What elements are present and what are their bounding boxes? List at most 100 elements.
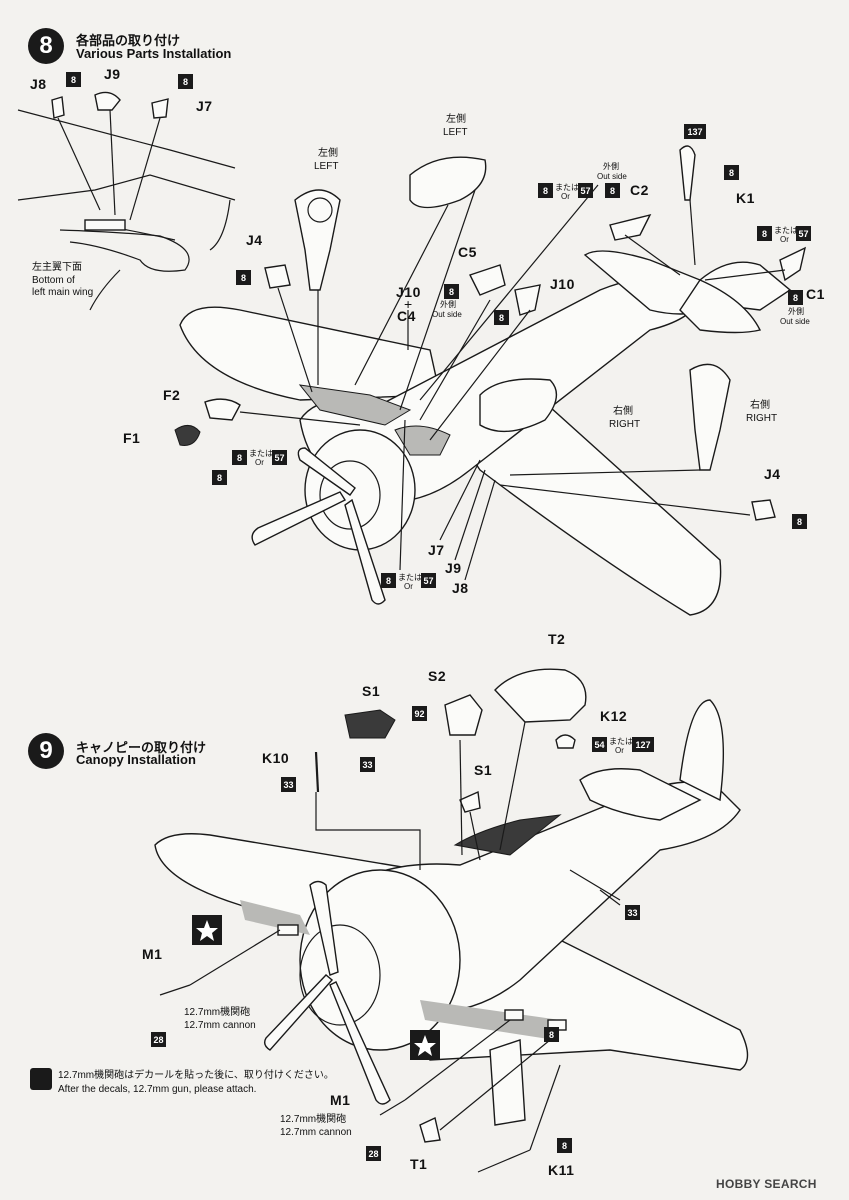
wing-note-en-1: Bottom of	[32, 275, 75, 286]
wing-note-jp: 左主翼下面	[32, 262, 82, 273]
part-label-T2: T2	[548, 631, 566, 647]
part-label-J9-top: J9	[104, 66, 121, 82]
outside-label-jp-2: 外側	[603, 162, 619, 171]
paint-code-badge: 54	[592, 737, 607, 752]
step-8-title-en: Various Parts Installation	[76, 46, 232, 61]
part-label-J8-top: J8	[30, 76, 47, 92]
paint-code-badge: 8	[494, 310, 509, 325]
paint-code-badge: 8	[381, 573, 396, 588]
part-label-M1-bottom: M1	[330, 1092, 351, 1108]
paint-code-badge: 33	[625, 905, 640, 920]
gun-label-jp: 12.7mm機関砲	[184, 1007, 251, 1018]
or-label-jp-3: または	[249, 449, 273, 458]
step-8-title-jp: 各部品の取り付け	[76, 33, 181, 48]
paint-code-badge: 8	[557, 1138, 572, 1153]
or-label-en-9: Or	[615, 746, 624, 755]
leader-lines-step9	[189, 721, 621, 1151]
part-label-K10: K10	[262, 750, 290, 766]
part-label-C1: C1	[806, 286, 825, 302]
paint-code-badge: 8	[444, 284, 459, 299]
left-label-jp: 左側	[318, 148, 338, 159]
part-label-C5: C5	[458, 244, 477, 260]
paint-code-badge: 8	[66, 72, 81, 87]
paint-code-badge: 8	[538, 183, 553, 198]
part-label-C2: C2	[630, 182, 649, 198]
part-label-T1: T1	[410, 1156, 428, 1172]
wing-underside-inset	[17, 109, 236, 311]
outside-label-jp-3: 外側	[788, 307, 804, 316]
part-label-J7-bottom: J7	[428, 542, 445, 558]
paint-code-badge: 28	[151, 1032, 166, 1047]
part-label-S1-top: S1	[362, 683, 381, 699]
gun-label-en: 12.7mm cannon	[184, 1020, 256, 1031]
aircraft-step8	[51, 91, 807, 616]
plus-sign: +	[404, 296, 413, 312]
right-label-jp: 右側	[613, 406, 633, 417]
gun-label-en-2: 12.7mm cannon	[280, 1127, 352, 1138]
or-label-jp-9: または	[609, 737, 633, 746]
paint-code-badge: 8	[236, 270, 251, 285]
leader-lines-step8	[57, 109, 786, 581]
or-label-jp: または	[555, 183, 579, 192]
part-label-K11: K11	[548, 1162, 575, 1178]
outside-label-en-3: Out side	[780, 317, 810, 326]
right-label-jp-2: 右側	[750, 400, 770, 411]
outside-label-jp: 外側	[440, 300, 456, 309]
gun-label-jp-2: 12.7mm機関砲	[280, 1114, 347, 1125]
part-label-J9-bottom: J9	[445, 560, 462, 576]
part-label-C4: C4	[397, 308, 416, 324]
paint-code-badge: 8	[724, 165, 739, 180]
paint-code-badge: 8	[792, 514, 807, 529]
paint-code-badge: 92	[412, 706, 427, 721]
step-8-number: 8	[39, 32, 53, 59]
outside-label-en-2: Out side	[597, 172, 627, 181]
left-label-en-2: LEFT	[443, 127, 468, 138]
paint-code-badge: 8	[757, 226, 772, 241]
paint-code-badge: 137	[684, 124, 706, 139]
or-label-en-3: Or	[255, 458, 264, 467]
paint-code-badge: 28	[366, 1146, 381, 1161]
paint-code-badge: 127	[632, 737, 654, 752]
or-label-jp-4: または	[398, 573, 422, 582]
step-9-title-en: Canopy Installation	[76, 752, 196, 767]
paint-code-badge: 57	[272, 450, 287, 465]
part-label-M1-top: M1	[142, 946, 163, 962]
part-label-J4-left: J4	[246, 232, 263, 248]
paint-code-badge: 8	[544, 1027, 559, 1042]
aircraft-step9	[154, 668, 749, 1173]
paint-code-badge: 57	[578, 183, 593, 198]
part-label-F1: F1	[123, 430, 141, 446]
outside-label-en: Out side	[432, 310, 462, 319]
or-label-en-2: Or	[780, 235, 789, 244]
or-label-en: Or	[561, 192, 570, 201]
part-label-K1: K1	[736, 190, 755, 206]
paint-code-badge: 8	[178, 74, 193, 89]
part-label-K12: K12	[600, 708, 628, 724]
note-jp: 12.7mm機関砲はデカールを貼った後に、取り付けください。	[58, 1070, 334, 1081]
part-label-S2: S2	[428, 668, 447, 684]
paint-code-badge: 57	[796, 226, 811, 241]
note-en: After the decals, 12.7mm gun, please att…	[58, 1084, 257, 1095]
part-label-S1-mid: S1	[474, 762, 493, 778]
step-9-number: 9	[39, 737, 53, 764]
watermark: HOBBY SEARCH	[716, 1177, 817, 1191]
part-label-J10-mid: J10	[396, 284, 421, 300]
paint-code-badge: 8	[605, 183, 620, 198]
paint-code-badge: 57	[421, 573, 436, 588]
part-label-F2: F2	[163, 387, 181, 403]
step-9-badge: 9	[28, 733, 64, 769]
right-label-en: RIGHT	[609, 419, 641, 430]
part-label-J7-top: J7	[196, 98, 213, 114]
or-label-en-4: Or	[404, 582, 413, 591]
paint-code-badge: 33	[281, 777, 296, 792]
paint-code-badge: 8	[212, 470, 227, 485]
step-8-badge: 8	[28, 28, 64, 64]
part-label-J8-bottom: J8	[452, 580, 469, 596]
wing-note-en-2: left main wing	[32, 287, 94, 298]
part-label-J10-right: J10	[550, 276, 575, 292]
or-label-jp-2: または	[774, 226, 798, 235]
left-label-en: LEFT	[314, 161, 339, 172]
paint-code-badge: 8	[232, 450, 247, 465]
attention-icon	[30, 1068, 52, 1090]
